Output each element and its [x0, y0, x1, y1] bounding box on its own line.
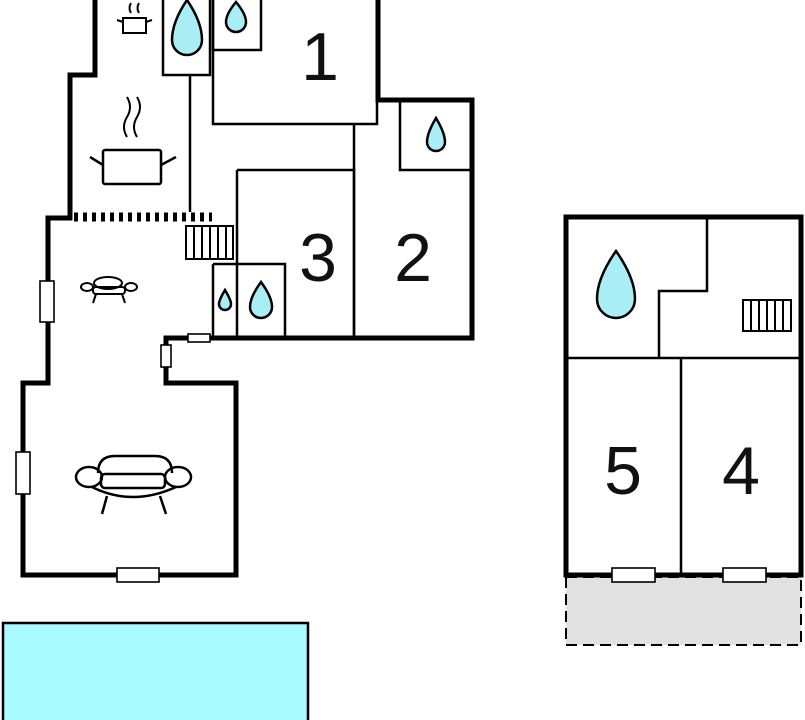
terrace: [565, 576, 802, 646]
window: [15, 451, 31, 495]
water-drop-icon: [595, 248, 637, 320]
window: [116, 567, 160, 583]
water-drop-icon: [170, 0, 204, 57]
main-building: 1 3 2: [15, 0, 475, 583]
water-drop-icon: [224, 0, 248, 34]
window: [39, 280, 55, 323]
water-drop-icon: [425, 115, 447, 153]
cooking-pot-icon: [116, 2, 153, 34]
water-drop-icon: [248, 279, 274, 320]
annex-building: 5 4: [563, 214, 804, 583]
sofa-icon: [74, 454, 193, 515]
window: [611, 567, 656, 583]
water-drop-icon: [217, 287, 233, 312]
room-number-4: 4: [722, 433, 760, 509]
window: [187, 333, 211, 343]
armchair-icon: [80, 276, 138, 304]
stairs-icon: [185, 225, 234, 260]
room-number-3: 3: [299, 220, 337, 296]
room-number-2: 2: [394, 220, 432, 296]
room-number-1: 1: [301, 19, 339, 95]
window: [722, 567, 767, 583]
swimming-pool: [1, 621, 310, 720]
cooking-pot-icon: [89, 96, 177, 186]
stairs-icon: [742, 299, 792, 332]
window: [160, 344, 172, 368]
room-number-5: 5: [604, 433, 642, 509]
